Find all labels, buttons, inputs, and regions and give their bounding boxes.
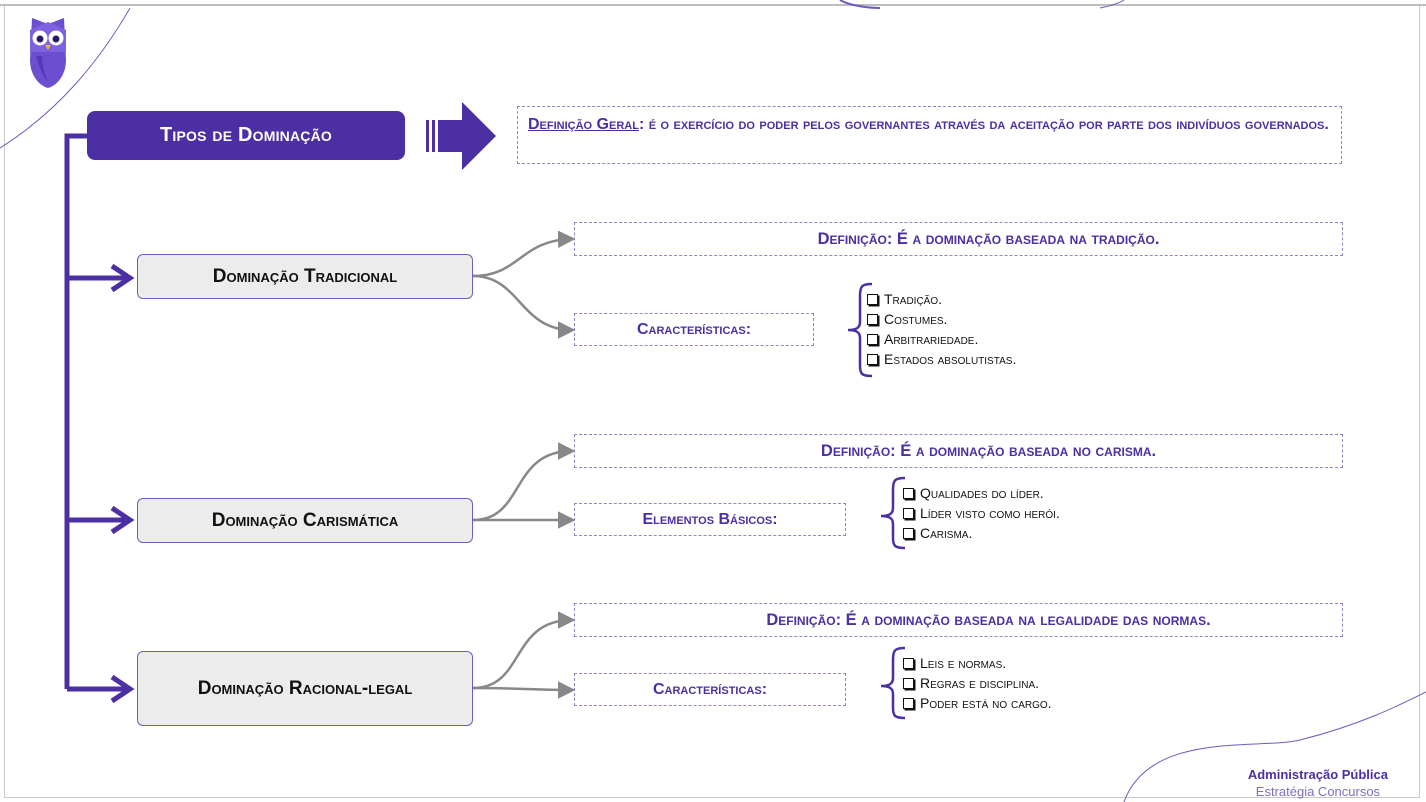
spine-arrow-3 (67, 674, 135, 704)
general-definition-box: Definição Geral: é o exercício do poder … (517, 106, 1342, 164)
list-item: Arbitrariedade. (867, 329, 1016, 349)
list-item-text: Estados absolutistas. (884, 351, 1017, 367)
checkbox-icon (867, 353, 878, 365)
footer-company-name: Estratégia Concursos (1255, 784, 1381, 799)
list-item: Regras e disciplina. (903, 673, 1052, 693)
node-dominacao-carismatica: Dominação Carismática (137, 498, 473, 543)
list-item: Carisma. (903, 523, 1060, 543)
group-label-racional-legal: Características: (574, 673, 846, 706)
node-dominacao-tradicional: Dominação Tradicional (137, 254, 473, 299)
group-label-carismatica: Elementos Básicos: (574, 503, 846, 536)
spine-arrow-2 (67, 505, 135, 535)
list-item-text: Líder visto como herói. (920, 505, 1060, 521)
items-list-tradicional: Tradição. Costumes. Arbitrariedade. Esta… (867, 289, 1016, 369)
list-item-text: Poder está no cargo. (920, 695, 1052, 711)
checkbox-icon (867, 333, 878, 345)
list-item-text: Qualidades do líder. (920, 485, 1044, 501)
group-label-tradicional: Características: (574, 313, 814, 346)
footer-course-name: Administração Pública (1247, 767, 1388, 782)
list-item: Estados absolutistas. (867, 349, 1016, 369)
double-arrow-icon (426, 102, 496, 170)
list-item-text: Tradição. (884, 291, 943, 307)
list-item: Tradição. (867, 289, 1016, 309)
node-dominacao-racional-legal: Dominação Racional-legal (137, 651, 473, 726)
corner-curve-top-left (0, 7, 131, 149)
general-definition-text: é o exercício do poder pelos governantes… (644, 116, 1329, 133)
branch-1-bottom (472, 274, 576, 339)
branch-3-bottom (472, 681, 576, 699)
checkbox-icon (903, 697, 914, 709)
checkbox-icon (903, 487, 914, 499)
corner-curve-top (1099, 0, 1125, 9)
branch-1-top (472, 230, 576, 278)
list-item: Qualidades do líder. (903, 483, 1060, 503)
list-item-text: Carisma. (920, 525, 973, 541)
general-definition-label: Definição Geral (528, 116, 639, 133)
list-item-text: Leis e normas. (920, 655, 1007, 671)
general-definition-separator: : (638, 116, 645, 133)
owl-logo-icon (30, 18, 66, 88)
main-spine (64, 133, 87, 689)
list-item: Poder está no cargo. (903, 693, 1052, 713)
branch-2-top (472, 442, 576, 522)
items-list-racional-legal: Leis e normas. Regras e disciplina. Pode… (903, 653, 1052, 713)
list-item-text: Costumes. (884, 311, 948, 327)
corner-curve-bottom-right (1123, 691, 1426, 802)
list-item: Costumes. (867, 309, 1016, 329)
items-list-carismatica: Qualidades do líder. Líder visto como he… (903, 483, 1060, 543)
checkbox-icon (903, 527, 914, 539)
checkbox-icon (903, 657, 914, 669)
checkbox-icon (867, 313, 878, 325)
checkbox-icon (903, 507, 914, 519)
branch-3-top (472, 611, 576, 690)
footer-branding: Administração Pública Estratégia Concurs… (1248, 766, 1388, 800)
diagram-title: Tipos de Dominação (87, 111, 405, 160)
spine-arrow-1 (67, 263, 135, 293)
bracket-icon (847, 282, 906, 720)
slide-frame (4, 6, 1420, 798)
top-border (0, 4, 1426, 6)
definition-carismatica: Definição: É a dominação baseada no cari… (574, 434, 1343, 468)
definition-racional-legal: Definição: É a dominação baseada na lega… (574, 603, 1343, 637)
definition-tradicional: Definição: É a dominação baseada na trad… (574, 222, 1343, 256)
list-item-text: Regras e disciplina. (920, 675, 1040, 691)
list-item: Líder visto como herói. (903, 503, 1060, 523)
list-item-text: Arbitrariedade. (884, 331, 979, 347)
list-item: Leis e normas. (903, 653, 1052, 673)
checkbox-icon (867, 293, 878, 305)
checkbox-icon (903, 677, 914, 689)
